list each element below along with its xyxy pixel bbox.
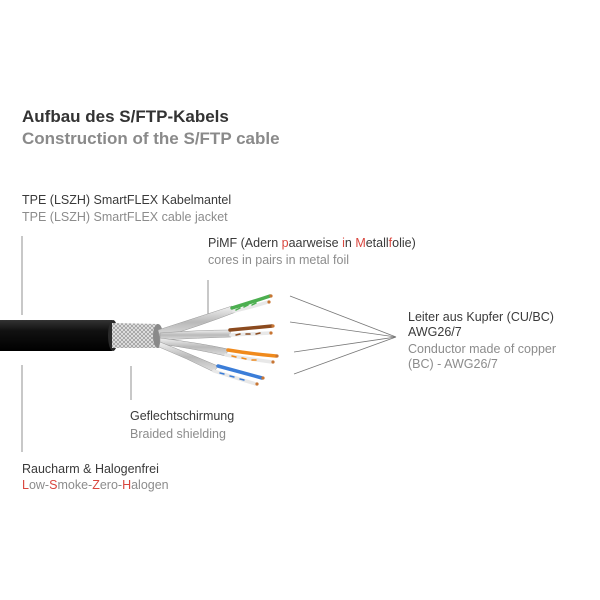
copper-tip <box>269 331 273 335</box>
pimf-highlight-letter: f <box>388 236 393 250</box>
lszh-label-german: Raucharm & Halogenfrei <box>22 462 159 476</box>
pimf-text-part: n <box>344 236 356 250</box>
pimf-text-part: PiMF (Adern <box>208 236 282 250</box>
cable-jacket <box>0 320 115 351</box>
core-brown-stripe <box>235 332 261 336</box>
pimf-text-part: aarweise <box>288 236 343 250</box>
pimf-highlight-letter: p <box>281 236 289 250</box>
lszh-initial: Z <box>92 478 100 492</box>
shield-label-english: Braided shielding <box>130 427 226 441</box>
core-orange <box>226 348 278 358</box>
core-blue-white <box>212 369 258 386</box>
cable-cores <box>212 294 278 386</box>
copper-tip <box>267 300 271 304</box>
core-blue-stripe <box>219 372 245 381</box>
core-green-stripe <box>235 302 257 311</box>
copper-tip <box>271 360 275 364</box>
copper-tip <box>269 294 273 298</box>
copper-tip <box>255 382 259 386</box>
pimf-text-part: olie) <box>392 236 416 250</box>
lszh-text-part: moke- <box>57 478 93 492</box>
braided-shield <box>112 323 161 348</box>
jacket-label-german: TPE (LSZH) SmartFLEX Kabelmantel <box>22 193 232 207</box>
conductor-leader-line <box>293 336 397 375</box>
conductor-label-english-2: (BC) - AWG26/7 <box>408 357 498 371</box>
pimf-text-part: etall <box>365 236 389 250</box>
title-german: Aufbau des S/FTP-Kabels <box>22 107 229 126</box>
core-brown <box>228 324 274 332</box>
pimf-label-german: PiMF (Adern paarweise in Metallfolie) <box>208 236 416 250</box>
core-blue <box>216 364 264 380</box>
lszh-initial: H <box>122 478 132 492</box>
lszh-initial: S <box>49 478 58 492</box>
leader-lines <box>21 236 397 452</box>
pimf-label-english: cores in pairs in metal foil <box>208 253 350 267</box>
copper-tip <box>261 376 265 380</box>
lszh-text-part: ero- <box>99 478 123 492</box>
conductor-leader-line <box>289 295 397 338</box>
core-orange-stripe <box>231 355 257 361</box>
core-orange-white <box>224 353 274 364</box>
core-green <box>230 294 272 310</box>
shield-label-german: Geflechtschirmung <box>130 409 235 423</box>
copper-tip <box>275 354 279 358</box>
pimf-highlight-letter: i <box>342 236 345 250</box>
conductor-leader-line <box>289 321 397 338</box>
foil-pair-brown <box>159 329 232 341</box>
jacket-label-english: TPE (LSZH) SmartFLEX cable jacket <box>22 210 228 224</box>
lszh-initial: L <box>22 478 29 492</box>
pimf-highlight-letter: M <box>355 236 366 250</box>
conductor-label-german-1: Leiter aus Kupfer (CU/BC) <box>408 310 554 324</box>
lszh-text-part: alogen <box>131 478 169 492</box>
conductor-leader-line <box>293 336 397 353</box>
lszh-text-part: ow- <box>28 478 50 492</box>
lszh-label-english: Low-Smoke-Zero-Halogen <box>22 478 169 492</box>
core-brown-white <box>229 331 272 337</box>
copper-conductors <box>255 294 279 386</box>
conductor-label-english-1: Conductor made of copper <box>408 342 557 356</box>
title-english: Construction of the S/FTP cable <box>22 129 280 148</box>
copper-tip <box>271 324 275 328</box>
conductor-label-german-2: AWG26/7 <box>408 325 462 339</box>
foil-pairs <box>157 305 237 373</box>
